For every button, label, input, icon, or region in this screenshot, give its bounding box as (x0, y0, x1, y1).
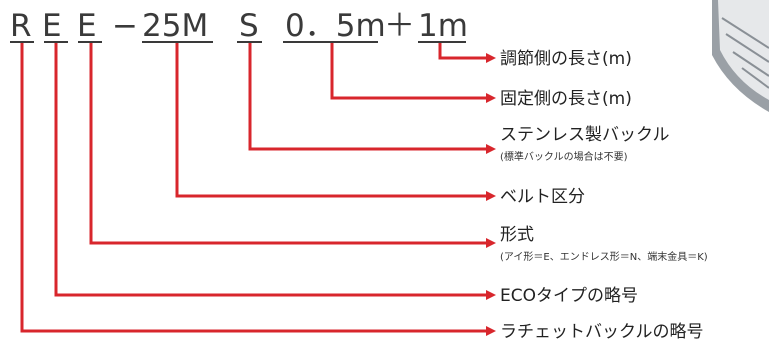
code-part-eco: E (42, 8, 62, 44)
code-part-form: E (77, 8, 97, 44)
note-stainless-buckle: (標準バックルの場合は不要) (500, 150, 628, 163)
arrowhead-fixed-length (486, 93, 496, 103)
label-form: 形式 (500, 225, 534, 245)
code-part-dash: − (112, 8, 138, 44)
leader-ratchet (20, 43, 488, 333)
label-eco-type: ECOタイプの略号 (500, 286, 638, 306)
code-part-adjust-length: 1m (418, 8, 468, 44)
code-part-buckle: S (239, 8, 259, 44)
code-part-belt: 25M (142, 8, 208, 44)
leader-buckle (248, 43, 488, 151)
leader-belt (175, 43, 488, 198)
leader-eco (54, 43, 488, 297)
code-part-ratchet: R (10, 8, 32, 44)
arrowhead-eco (486, 290, 496, 300)
arrowhead-buckle (486, 144, 496, 154)
product-photo-corner (712, 0, 769, 112)
label-fixed-length: 固定側の長さ(m) (500, 89, 632, 109)
arrowhead-belt (486, 191, 496, 201)
leader-adjust-length (438, 43, 488, 60)
label-adjust-length: 調節側の長さ(m) (500, 49, 632, 69)
arrowhead-ratchet (486, 326, 496, 336)
code-part-plus: ＋ (384, 8, 415, 44)
code-part-fixed-length: 0．5m (285, 8, 386, 44)
arrowhead-form (486, 238, 496, 248)
label-belt-class: ベルト区分 (500, 187, 585, 207)
leader-fixed-length (330, 43, 488, 100)
note-form: (アイ形＝E、エンドレス形＝N、端末金具＝K) (500, 250, 708, 263)
leader-form (89, 43, 488, 245)
label-ratchet-buckle: ラチェットバックルの略号 (500, 322, 704, 341)
label-stainless-buckle: ステンレス製バックル (500, 125, 670, 145)
arrowhead-adjust-length (486, 53, 496, 63)
